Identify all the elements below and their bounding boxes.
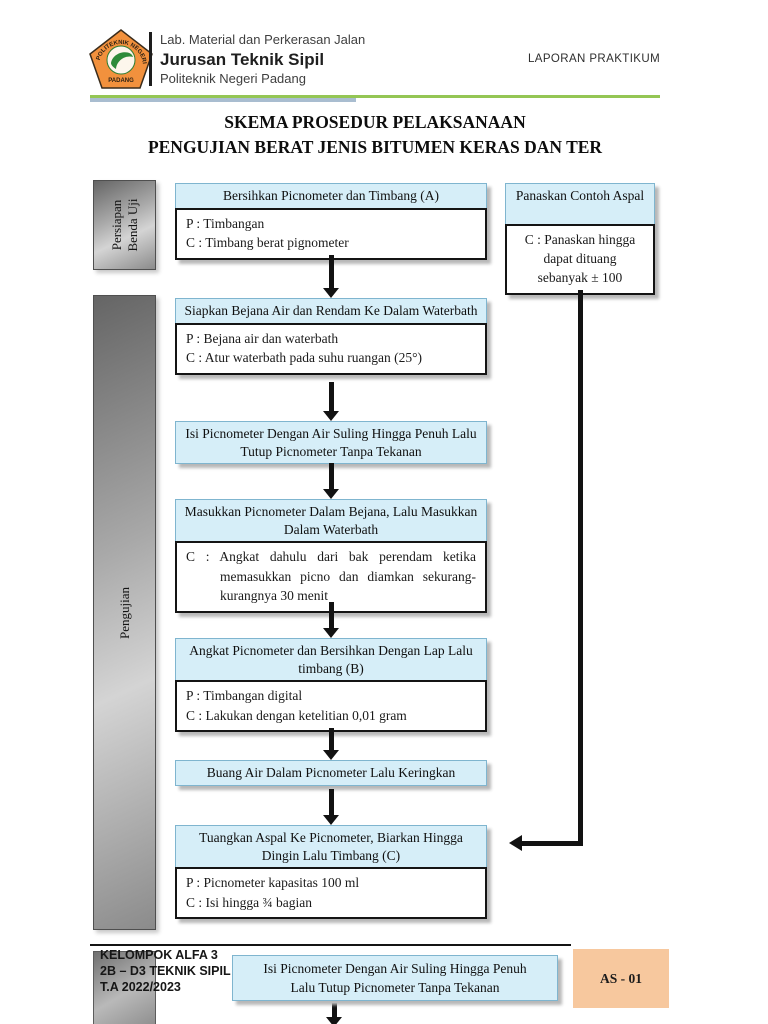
flow-step-7-title: Tuangkan Aspal Ke Picnometer, Biarkan Hi… bbox=[175, 825, 487, 868]
flow-arrow-line bbox=[329, 728, 334, 751]
note-line: C : Isi hingga ¾ bagian bbox=[186, 894, 312, 910]
flow-arrow-head bbox=[323, 411, 339, 421]
flow-arrow-head bbox=[323, 815, 339, 825]
flow-step-4-notes: C : Angkat dahulu dari bak perendam keti… bbox=[175, 541, 487, 613]
overlay-arrow-head bbox=[326, 1017, 342, 1024]
flow-arrow-line bbox=[329, 789, 334, 816]
flow-arrow-head bbox=[323, 628, 339, 638]
flow-step-5: Angkat Picnometer dan Bersihkan Dengan L… bbox=[175, 638, 487, 732]
note-line: C : Lakukan dengan ketelitian 0,01 gram bbox=[186, 707, 407, 723]
lab-name: Lab. Material dan Perkerasan Jalan bbox=[160, 32, 366, 47]
department-name: Jurusan Teknik Sipil bbox=[160, 50, 325, 69]
note-line: P : Bejana air dan waterbath bbox=[186, 330, 339, 346]
flow-step-1-notes: P : Timbangan C : Timbang berat pignomet… bbox=[175, 207, 487, 260]
stage-bar-pengujian: Pengujian bbox=[93, 295, 156, 930]
flow-step-3-title: Isi Picnometer Dengan Air Suling Hingga … bbox=[175, 421, 487, 464]
flow-step-2-notes: P : Bejana air dan waterbath C : Atur wa… bbox=[175, 322, 487, 375]
note-line: P : Timbangan bbox=[186, 215, 265, 231]
flow-step-2-title: Siapkan Bejana Air dan Rendam Ke Dalam W… bbox=[175, 298, 487, 324]
flow-step-4-title: Masukkan Picnometer Dalam Bejana, Lalu M… bbox=[175, 499, 487, 542]
flow-arrow-line bbox=[329, 382, 334, 412]
footer-year: T.A 2022/2023 bbox=[100, 980, 181, 994]
note-line: dapat dituang bbox=[543, 251, 617, 266]
flow-step-6-title: Buang Air Dalam Picnometer Lalu Keringka… bbox=[175, 760, 487, 786]
politeknik-logo: POLITEKNIK NEGERI PADANG bbox=[89, 29, 153, 89]
flow-step-5-title: Angkat Picnometer dan Bersihkan Dengan L… bbox=[175, 638, 487, 681]
connector-line-vertical bbox=[578, 290, 583, 843]
side-step-panaskan: Panaskan Contoh Aspal C : Panaskan hingg… bbox=[505, 183, 655, 295]
overlay-line: Isi Picnometer Dengan Air Suling Hingga … bbox=[263, 961, 527, 976]
flow-arrow-line bbox=[329, 255, 334, 288]
letterhead-divider bbox=[149, 32, 152, 86]
note-line: C : Panaskan hingga bbox=[524, 232, 636, 247]
flow-step-5-notes: P : Timbangan digital C : Lakukan dengan… bbox=[175, 680, 487, 732]
flow-arrow-head bbox=[323, 489, 339, 499]
overlay-arrow-line bbox=[332, 1003, 337, 1017]
connector-line-horizontal bbox=[522, 841, 583, 846]
document-type-label: LAPORAN PRAKTIKUM bbox=[528, 53, 661, 65]
flow-step-1-title: Bersihkan Picnometer dan Timbang (A) bbox=[175, 183, 487, 209]
flow-step-4: Masukkan Picnometer Dalam Bejana, Lalu M… bbox=[175, 499, 487, 613]
title-line-2: PENGUJIAN BERAT JENIS BITUMEN KERAS DAN … bbox=[147, 137, 603, 157]
letterhead: Lab. Material dan Perkerasan Jalan Jurus… bbox=[160, 31, 365, 88]
stage-label: Persiapan Benda Uji bbox=[108, 198, 140, 252]
header-rule-green bbox=[90, 95, 660, 98]
footer-class: 2B – D3 TEKNIK SIPIL bbox=[100, 964, 231, 978]
footer-rule bbox=[90, 944, 571, 946]
page-title: SKEMA PROSEDUR PELAKSANAAN PENGUJIAN BER… bbox=[90, 110, 660, 160]
note-line: P : Timbangan digital bbox=[186, 688, 303, 703]
flow-step-3: Isi Picnometer Dengan Air Suling Hingga … bbox=[175, 421, 487, 464]
flow-step-7-notes: P : Picnometer kapasitas 100 ml C : Isi … bbox=[175, 867, 487, 919]
flow-arrow-head bbox=[323, 288, 339, 298]
header-rule-blue bbox=[90, 98, 356, 102]
side-step-notes: C : Panaskan hingga dapat dituang sebany… bbox=[505, 224, 655, 295]
stage-label: Pengujian bbox=[116, 586, 132, 639]
flow-step-7: Tuangkan Aspal Ke Picnometer, Biarkan Hi… bbox=[175, 825, 487, 919]
flow-arrow-head bbox=[323, 750, 339, 760]
sample-code-badge: AS - 01 bbox=[573, 949, 669, 1008]
note-line: C : Atur waterbath pada suhu ruangan (25… bbox=[186, 350, 422, 365]
overlay-line: Lalu Tutup Picnometer Tanpa Tekanan bbox=[290, 980, 500, 995]
footer-stage-bar bbox=[93, 951, 156, 1024]
note-line: C : Angkat dahulu dari bak perendam keti… bbox=[186, 549, 476, 603]
logo-emblem bbox=[111, 52, 133, 69]
note-line: C : Timbang berat pignometer bbox=[186, 235, 349, 250]
stage-bar-persiapan: Persiapan Benda Uji bbox=[93, 180, 156, 270]
flow-step-6: Buang Air Dalam Picnometer Lalu Keringka… bbox=[175, 760, 487, 786]
flow-arrow-line bbox=[329, 463, 334, 490]
logo-bottom-text: PADANG bbox=[108, 78, 134, 84]
side-step-title: Panaskan Contoh Aspal bbox=[505, 183, 655, 225]
flow-step-2: Siapkan Bejana Air dan Rendam Ke Dalam W… bbox=[175, 298, 487, 375]
connector-arrow-head bbox=[509, 835, 522, 851]
flow-arrow-line bbox=[329, 602, 334, 629]
flow-step-1: Bersihkan Picnometer dan Timbang (A) P :… bbox=[175, 183, 487, 260]
note-line: sebanyak ± 100 bbox=[537, 270, 623, 285]
institution-name: Politeknik Negeri Padang bbox=[160, 71, 306, 86]
footer-group: KELOMPOK ALFA 3 bbox=[100, 948, 218, 962]
title-line-1: SKEMA PROSEDUR PELAKSANAAN bbox=[224, 112, 526, 132]
overlapping-flow-box: Isi Picnometer Dengan Air Suling Hingga … bbox=[232, 955, 558, 1001]
note-line: P : Picnometer kapasitas 100 ml bbox=[186, 875, 360, 890]
footer-info: KELOMPOK ALFA 3 2B – D3 TEKNIK SIPIL T.A… bbox=[100, 947, 231, 995]
